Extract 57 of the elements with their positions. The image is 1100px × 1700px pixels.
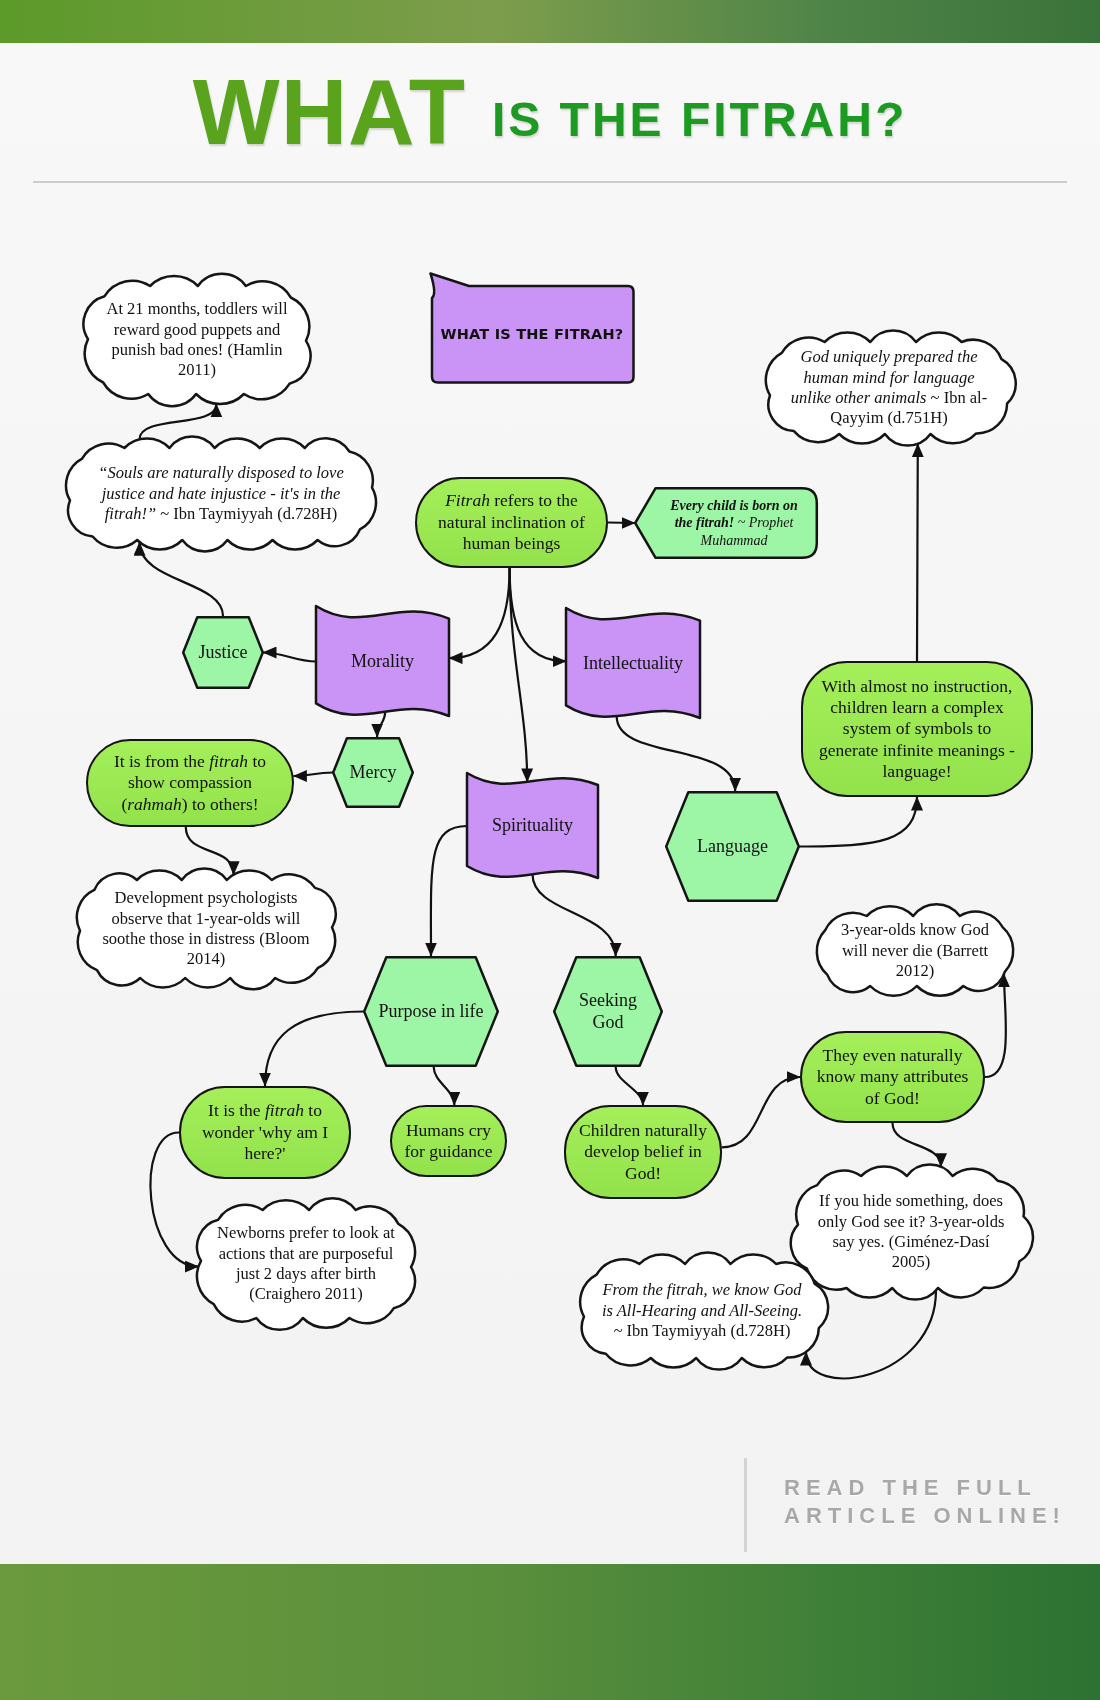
connector-arrow [803, 1290, 938, 1380]
hexagon-shape [332, 737, 414, 808]
speech-bubble [429, 272, 635, 384]
cloud-text: At 21 months, toddlers will reward good puppets and punish bad ones! (Hamlin 2011) [105, 299, 289, 381]
topic-label: Seeking God [578, 989, 638, 1034]
topic-label: Intellectuality [583, 652, 683, 675]
statement-text: They even naturally know many attributes of God! [815, 1045, 970, 1109]
cloud-text: Development psychologists observe that 1-year-olds will soothe those in distress (Bloom 2014) [101, 888, 311, 970]
connector-arrow [508, 568, 533, 783]
connector-arrow [184, 826, 238, 876]
wavy-banner [466, 772, 599, 880]
pointed-tag-shape [634, 487, 818, 559]
wavy-banner [315, 605, 450, 718]
connector-arrow [721, 1072, 801, 1149]
connector-arrow [262, 647, 317, 663]
connector-arrow [614, 1066, 647, 1106]
topic-label: Spirituality [492, 815, 573, 837]
connector-arrow [531, 874, 620, 957]
question-text: WHAT IS THE FITRAH? [440, 326, 624, 344]
connector-arrow [608, 516, 636, 529]
connector-arrow [424, 824, 468, 957]
connector-arrow [615, 715, 739, 792]
statement-text: With almost no instruction, children learn a complex system of symbols to generate infinite meanings - language! [818, 675, 1016, 783]
page-title: WHAT IS THE FITRAH? [192, 66, 908, 158]
wavy-banner [565, 607, 701, 720]
quote-text: Every child is born on the fitrah! ~ Prophet Muhammad [669, 496, 799, 550]
topic-label: Justice [198, 641, 248, 664]
cloud-text: 3-year-olds know God will never die (Barrett 2012) [839, 920, 991, 982]
call-to-action-text: READ THE FULL ARTICLE ONLINE! [784, 1474, 1067, 1531]
statement-text: Fitrah refers to the natural inclination of human beings [437, 490, 586, 555]
cloud-text: “Souls are naturally disposed to love justice and hate injustice - it's in the fitrah!” ~ Ibn Taymiyyah (d.728H) [97, 463, 345, 525]
hexagon-shape [665, 791, 800, 902]
connector-arrow [149, 1131, 199, 1270]
statement-text: It is the fitrah to wonder 'why am I here?' [200, 1100, 330, 1165]
statement-text: Humans cry for guidance [403, 1119, 494, 1163]
topic-label: Morality [351, 650, 414, 673]
topic-label: Purpose in life [378, 1000, 484, 1023]
connector-arrow [259, 1010, 365, 1087]
cloud-text: If you hide something, does only God see it? 3-year-olds say yes. (Giménez-Dasí 2005) [816, 1191, 1006, 1273]
hexagon-shape [553, 956, 663, 1067]
connector-arrow [432, 1066, 459, 1106]
connector-arrow [799, 796, 922, 848]
statement-text: Children naturally develop belief in God! [578, 1120, 708, 1184]
topic-label: Language [697, 835, 768, 858]
connector-arrow [371, 711, 387, 738]
statement-text: It is from the fitrah to show compassion (rahmah) to others! [112, 751, 268, 815]
hexagon-shape [363, 956, 499, 1067]
hexagon-shape [182, 616, 264, 689]
connector-arrow [911, 443, 924, 661]
topic-label: Mercy [349, 761, 397, 784]
connector-arrow [292, 769, 333, 782]
connector-arrow [138, 403, 219, 440]
connector-arrow [891, 1122, 945, 1168]
cloud-text: Newborns prefer to look at actions that are purposeful just 2 days after birth (Craighero 2011) [216, 1223, 396, 1305]
cloud-text: God uniquely prepared the human mind for language unlike other animals ~ Ibn al-Qayyim (d.751H) [789, 347, 989, 429]
rounded-box [801, 661, 1033, 797]
cloud-text: From the fitrah, we know God is All-Hearing and All-Seeing. ~ Ibn Taymiyyah (d.728H) [600, 1280, 804, 1342]
